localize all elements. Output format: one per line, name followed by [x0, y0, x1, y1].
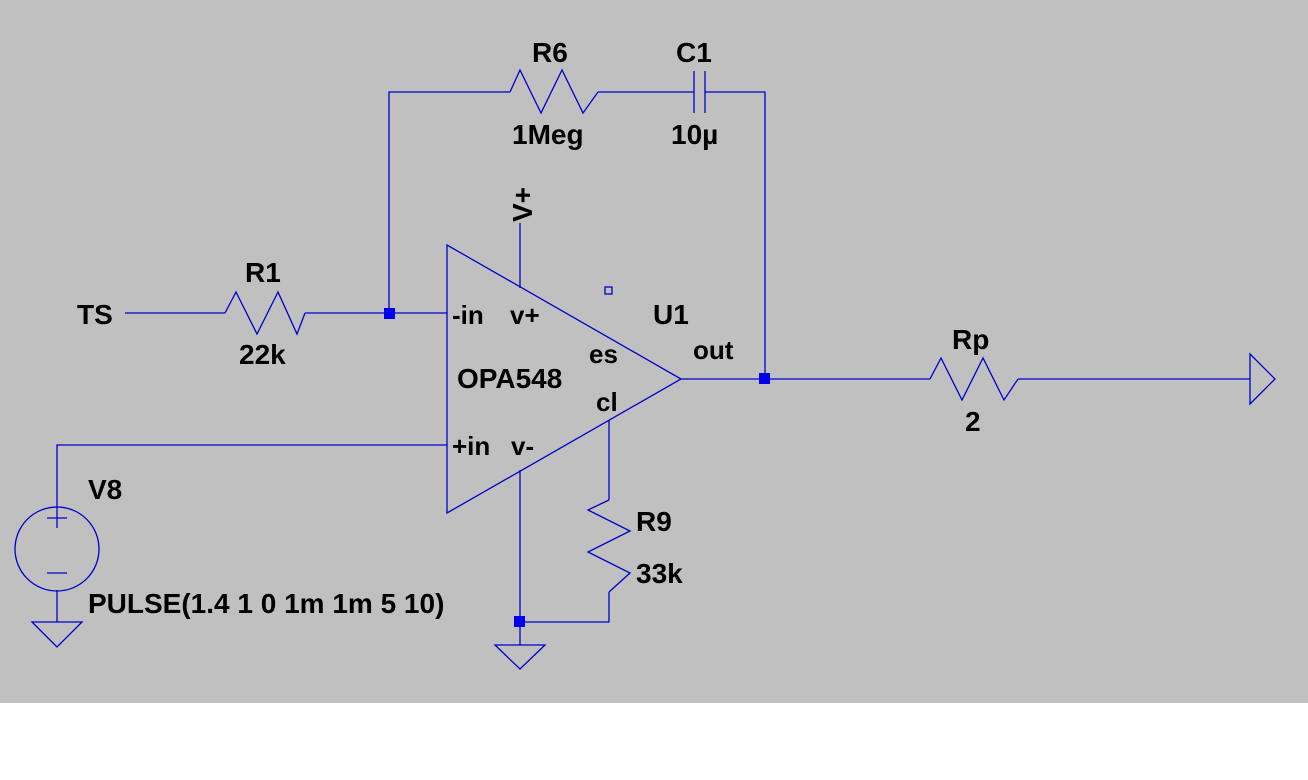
- wires: [56, 91, 1250, 645]
- resistor-rp-icon: [929, 356, 1019, 402]
- v8-value: PULSE(1.4 1 0 1m 1m 5 10): [88, 588, 444, 619]
- r1-value: 22k: [239, 339, 286, 370]
- ground-icon: [30, 621, 84, 648]
- capacitor-c1-icon: [693, 71, 706, 113]
- r9-value: 33k: [636, 558, 683, 589]
- junction-icon: [759, 373, 770, 384]
- resistor-r6-icon: [509, 68, 599, 115]
- pin-es: es: [589, 339, 618, 369]
- resistor-r1-icon: [224, 290, 306, 336]
- c1-name: C1: [676, 37, 712, 68]
- net-label-vplus: V+: [507, 187, 538, 222]
- wire-feedback-right: [705, 91, 766, 379]
- wire-feedback-left: [388, 91, 510, 313]
- junctions: [384, 308, 770, 627]
- r6-value: 1Meg: [512, 119, 584, 150]
- r1-name: R1: [245, 257, 281, 288]
- v8-name: V8: [88, 474, 122, 505]
- schematic-svg: TS V+ R1 22k R6 1Meg C1 10µ U1 OPA548 -i…: [14, 37, 1276, 670]
- es-pin-marker: [604, 286, 613, 295]
- rp-value: 2: [965, 406, 981, 437]
- net-label-ts: TS: [77, 299, 113, 330]
- pin-in-plus: +in: [452, 431, 490, 461]
- ground-icon: [493, 644, 547, 670]
- rp-name: Rp: [952, 324, 989, 355]
- voltage-source-icon: [14, 506, 100, 592]
- junction-icon: [514, 616, 525, 627]
- r6-name: R6: [532, 37, 568, 68]
- ground-icon: [1249, 352, 1276, 406]
- wire-r9-gnd: [520, 592, 610, 623]
- u1-model: OPA548: [457, 363, 562, 394]
- opamp-icon: [446, 243, 683, 515]
- pin-v-plus: v+: [510, 300, 540, 330]
- c1-value: 10µ: [671, 119, 718, 150]
- pin-v-minus: v-: [511, 431, 534, 461]
- pin-in-minus: -in: [452, 300, 484, 330]
- r9-name: R9: [636, 506, 672, 537]
- schematic-canvas: [0, 0, 1308, 703]
- pin-cl: cl: [596, 387, 618, 417]
- wire-in-plus-v8: [56, 444, 447, 508]
- junction-icon: [384, 308, 395, 319]
- pin-out: out: [693, 335, 734, 365]
- u1-name: U1: [653, 299, 689, 330]
- blank-area: [0, 703, 1308, 780]
- resistor-r9-icon: [586, 499, 632, 593]
